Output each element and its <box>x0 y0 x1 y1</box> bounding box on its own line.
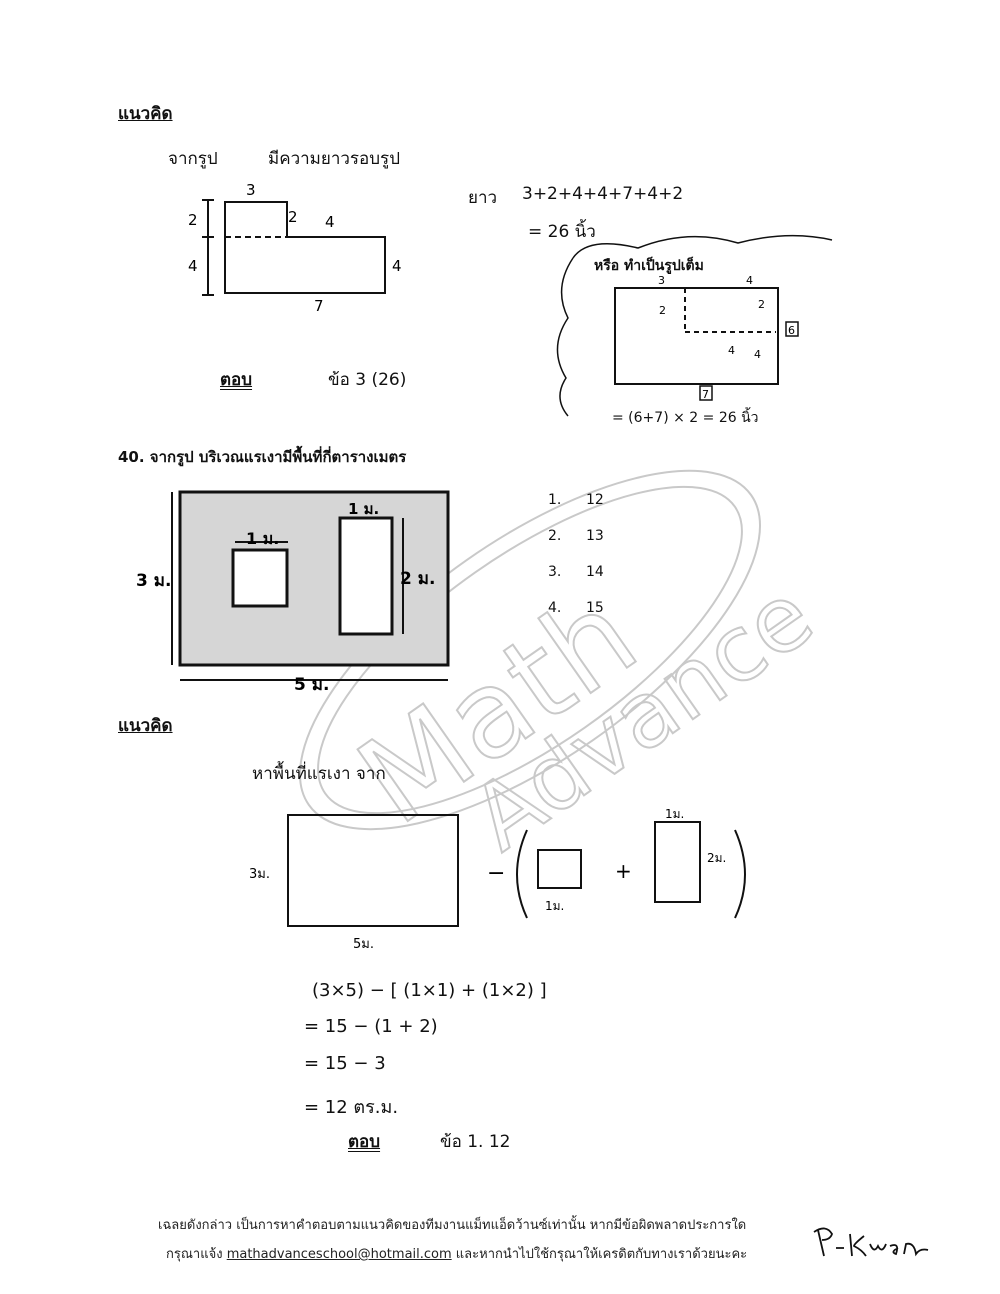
q40-width-rect: 1 ม. <box>348 500 379 518</box>
sum-label: ยาว <box>468 188 498 208</box>
alt-method-cloud: 3 4 2 2 4 4 6 7 <box>556 234 833 417</box>
section2-answer-label: ตอบ <box>348 1132 381 1152</box>
question-40-figure: 1 ม. 1 ม. 2 ม. 3 ม. 5 ม. <box>136 490 450 695</box>
s2-fig-square: 1ม. <box>545 899 564 913</box>
choice-2: 2.13 <box>548 528 604 544</box>
choice-3: 3.14 <box>548 564 604 580</box>
signature-image <box>813 1227 929 1257</box>
fig1-mid: 2 <box>288 208 298 226</box>
s2-fig-plus: + <box>615 859 632 883</box>
alt-method-note: หรือ ทำเป็นรูปเต็ม <box>594 258 704 274</box>
alt-fig-left2: 2 <box>659 304 666 317</box>
footer-contact-prefix: กรุณาแจ้ง <box>166 1247 223 1262</box>
q40-height-big: 3 ม. <box>136 571 171 591</box>
section1-answer-value: ข้อ 3 (26) <box>328 370 407 390</box>
s2-fig-rect-width: 1ม. <box>665 807 684 821</box>
sum-expression: 3+2+4+4+7+4+2 <box>522 184 684 204</box>
calc-line-4: = 12 ตร.ม. <box>304 1097 399 1118</box>
alt-fig-seven: 7 <box>702 388 709 401</box>
fig1-step: 4 <box>325 213 335 231</box>
alt-fig-top4: 4 <box>746 274 753 287</box>
fig1-left-low: 4 <box>188 257 198 275</box>
fig1-right: 4 <box>392 257 402 275</box>
alt-fig-right2: 2 <box>758 298 765 311</box>
q40-width-big: 5 ม. <box>294 675 329 695</box>
sum-result: = 26 นิ้ว <box>528 222 596 242</box>
section1-heading: แนวคิด <box>118 104 173 124</box>
alt-fig-mid4: 4 <box>728 344 735 357</box>
section1-intro-a: จากรูป <box>168 149 218 169</box>
alt-fig-six: 6 <box>788 324 795 337</box>
question-40-choices: 1.12 2.13 3.14 4.15 <box>548 492 604 636</box>
q40-width-square: 1 ม. <box>246 529 279 548</box>
choice-1: 1.12 <box>548 492 604 508</box>
calc-line-1: (3×5) − [ (1×1) + (1×2) ] <box>312 980 547 1001</box>
section2-intro: หาพื้นที่แรเงา จาก <box>252 764 386 784</box>
watermark-logo: Math Advance <box>299 469 820 860</box>
section1-intro-b: มีความยาวรอบรูป <box>268 149 400 169</box>
s2-fig-width: 5ม. <box>353 937 374 952</box>
alt-method-result: = (6+7) × 2 = 26 นิ้ว <box>612 410 759 426</box>
section2-answer-value: ข้อ 1. 12 <box>440 1132 511 1152</box>
perimeter-figure: 3 2 2 4 4 4 7 <box>188 181 402 315</box>
fig1-top: 3 <box>246 181 256 199</box>
question-40-text: 40. จากรูป บริเวณแรเงามีพื้นที่กี่ตารางเ… <box>118 448 407 466</box>
choice-4: 4.15 <box>548 600 604 616</box>
footer-line-2: กรุณาแจ้ง mathadvanceschool@hotmail.com … <box>166 1243 747 1264</box>
fig1-left-up: 2 <box>188 211 198 229</box>
section2-heading: แนวคิด <box>118 716 173 736</box>
footer-email-link[interactable]: mathadvanceschool@hotmail.com <box>226 1247 452 1262</box>
footer-credit-note: และหากนำไปใช้กรุณาให้เครดิตกับทางเราด้วย… <box>455 1247 748 1262</box>
section2-figure: 3ม. 5ม. − 1ม. + 1ม. 2ม. <box>249 807 746 952</box>
calc-line-3: = 15 − 3 <box>304 1053 386 1074</box>
section1-answer-label: ตอบ <box>220 370 253 390</box>
q40-height-rect: 2 ม. <box>400 569 435 589</box>
s2-fig-minus: − <box>487 861 505 886</box>
s2-fig-height: 3ม. <box>249 867 270 882</box>
footer-line-1: เฉลยดังกล่าว เป็นการหาคำตอบตามแนวคิดของท… <box>158 1218 747 1233</box>
alt-fig-right4: 4 <box>754 348 761 361</box>
calc-line-2: = 15 − (1 + 2) <box>304 1016 438 1037</box>
s2-fig-rect-height: 2ม. <box>707 851 726 865</box>
fig1-bottom: 7 <box>314 297 324 315</box>
alt-fig-top3: 3 <box>658 274 665 287</box>
